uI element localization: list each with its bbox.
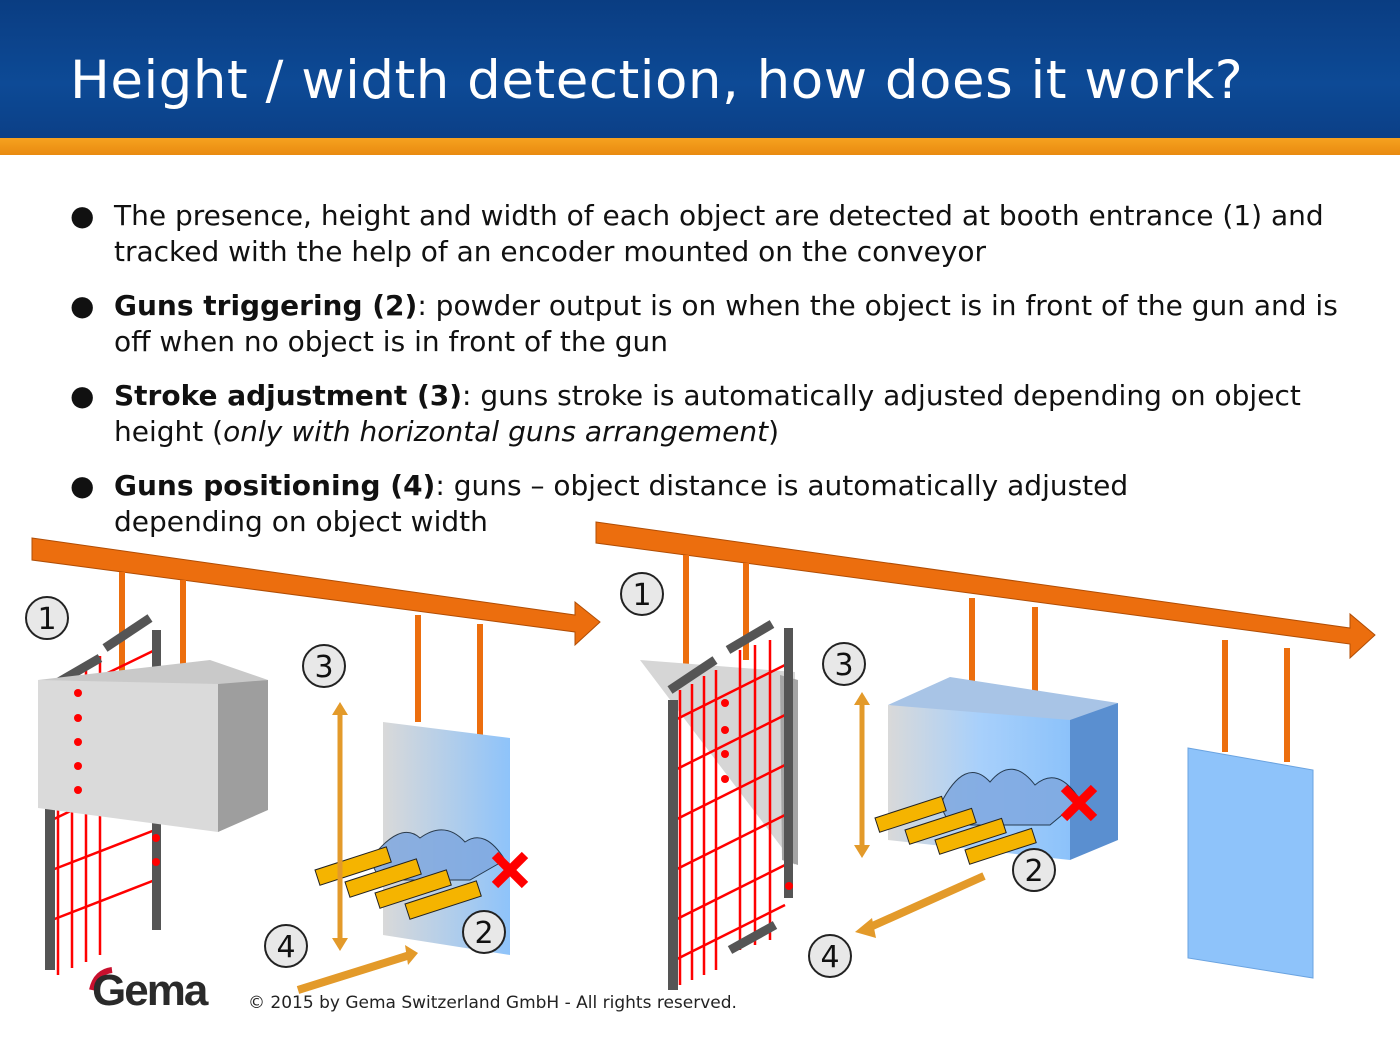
light-curtain-right [640, 620, 798, 990]
svg-text:1: 1 [37, 602, 56, 637]
marker-3-left: 3 [302, 644, 346, 688]
svg-text:4: 4 [820, 940, 839, 975]
bullet-heading: Guns triggering (2) [114, 289, 418, 322]
spray-guns-right [874, 768, 1081, 865]
bullet-text: The presence, height and width of each o… [114, 199, 1324, 268]
spray-guns-left [314, 829, 506, 920]
logo-arc [89, 967, 113, 991]
svg-text:3: 3 [314, 650, 333, 685]
hangers [119, 555, 1290, 762]
bullet-dot: ● [70, 289, 95, 322]
object-panel-right [1187, 747, 1314, 979]
marker-2-right: 2 [1012, 848, 1056, 892]
bullet-text: : guns – object distance is automaticall… [114, 469, 1129, 538]
svg-text:3: 3 [834, 648, 853, 683]
stroke-arrow-left [332, 702, 348, 951]
bullet-dot: ● [70, 199, 95, 232]
conveyor-right [595, 521, 1376, 660]
bullet-text: : guns stroke is automatically adjusted … [114, 379, 1301, 448]
copyright: © 2015 by Gema Switzerland GmbH - All ri… [248, 993, 737, 1013]
object-box-left [38, 660, 268, 832]
marker-1-right: 1 [620, 572, 664, 616]
position-arrow-left [296, 945, 418, 994]
marker-4-left: 4 [264, 924, 308, 968]
marker-2-left: 2 [462, 910, 506, 954]
off-x-icon-right [1060, 784, 1098, 822]
marker-4-right: 4 [808, 934, 852, 978]
slide-title: Height / width detection, how does it wo… [70, 50, 1244, 111]
svg-text:1: 1 [632, 578, 651, 613]
bullet-text: ) [768, 415, 780, 448]
bullet-heading: Guns positioning (4) [114, 469, 436, 502]
off-x-icon-left [491, 851, 529, 889]
position-arrow-right [855, 872, 986, 938]
svg-text:2: 2 [1024, 854, 1043, 889]
bullet-dot: ● [70, 469, 95, 502]
bullet-item: ● Guns triggering (2): powder output is … [70, 288, 1370, 360]
slide-header [0, 0, 1400, 140]
accent-band [0, 138, 1400, 155]
sensor-dots-left [74, 689, 160, 866]
bullet-item: ● The presence, height and width of each… [70, 198, 1370, 270]
bullet-item: ● Stroke adjustment (3): guns stroke is … [70, 378, 1370, 450]
svg-text:4: 4 [276, 930, 295, 965]
bullet-heading: Stroke adjustment (3) [114, 379, 463, 412]
stroke-arrow-right [854, 692, 870, 858]
svg-text:2: 2 [474, 916, 493, 951]
bullet-dot: ● [70, 379, 95, 412]
bullet-text: : powder output is on when the object is… [114, 289, 1338, 358]
bullet-italic: only with horizontal guns arrangement [223, 415, 769, 448]
marker-3-right: 3 [822, 642, 866, 686]
bullet-item: ● Guns positioning (4): guns – object di… [70, 468, 1234, 540]
marker-1-left: 1 [25, 596, 69, 640]
bullet-list: ● The presence, height and width of each… [70, 198, 1370, 558]
gema-logo: Gema [92, 966, 208, 1015]
